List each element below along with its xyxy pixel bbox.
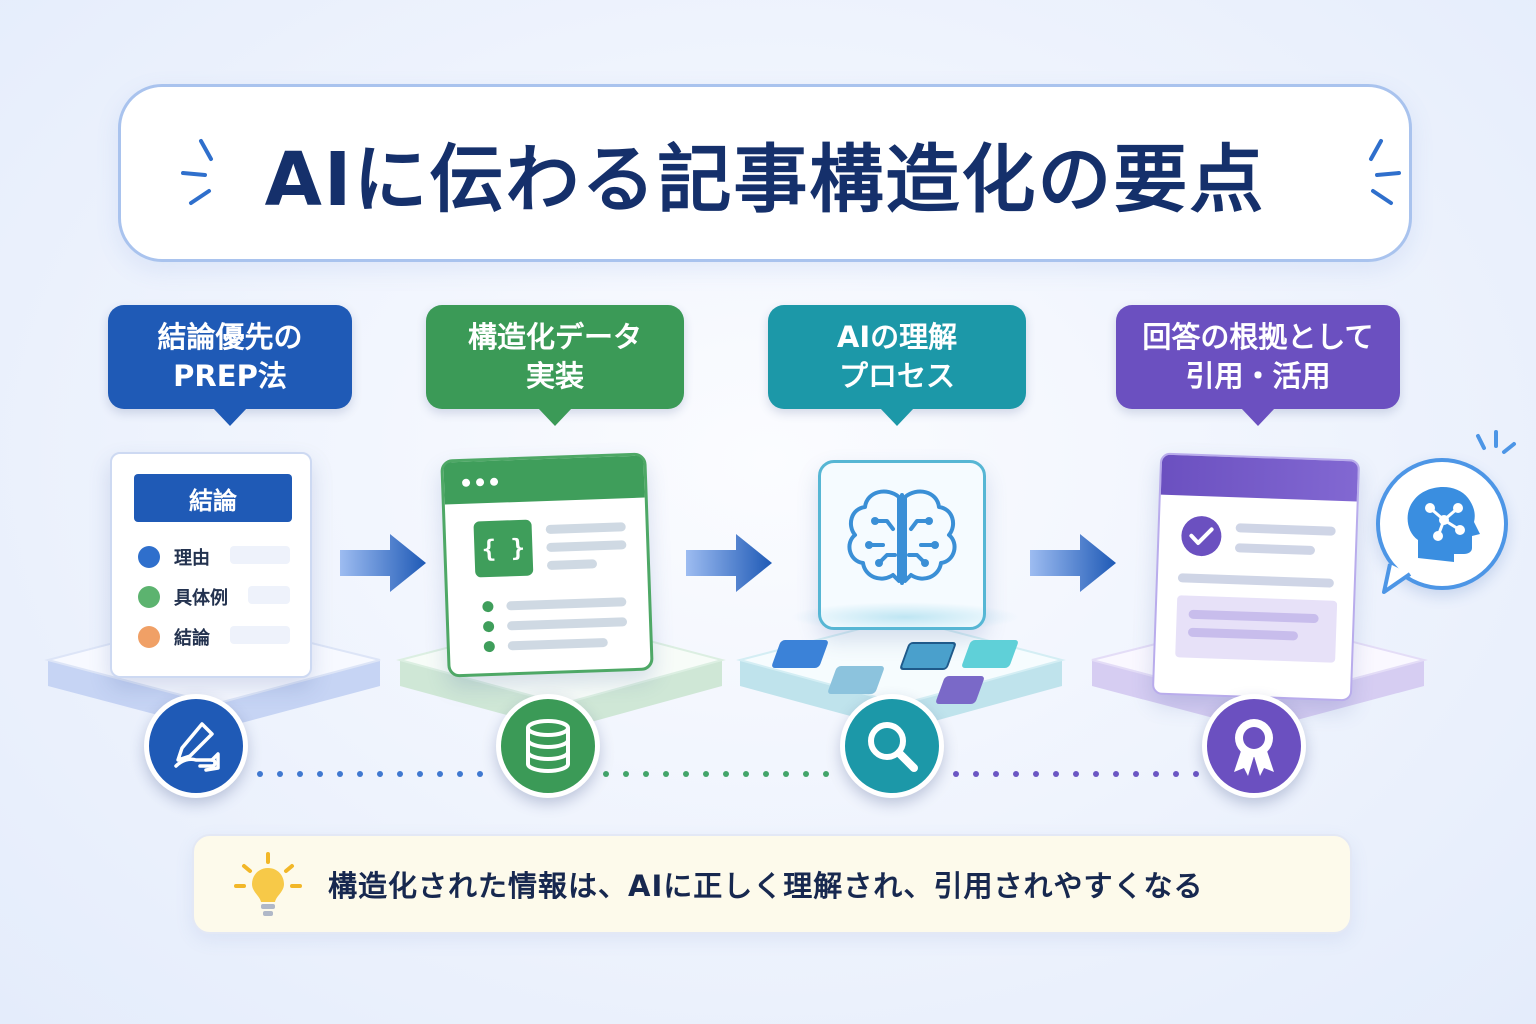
step-label-prep: 結論優先の PREP法: [108, 305, 352, 426]
pen-hand-icon: [174, 722, 220, 772]
highlighted-quote-box: [1175, 595, 1338, 663]
glow-particles: [790, 602, 1020, 632]
step4-circle: [1202, 694, 1306, 798]
text-line: [1235, 523, 1336, 536]
prep-document-card: 結論 理由 具体例 結論: [110, 452, 312, 678]
text-line: [507, 637, 608, 651]
summary-note: 構造化された情報は、AIに正しく理解され、引用されやすくなる: [192, 834, 1352, 934]
list-item-text: 具体例: [174, 588, 228, 609]
step-label-citation: 回答の根拠として 引用・活用: [1116, 305, 1400, 426]
speech-tail: [1382, 563, 1412, 594]
dotted-connector: [257, 771, 1199, 777]
list-item: 理由: [138, 542, 210, 572]
award-ribbon-icon: [1234, 719, 1274, 776]
ai-head-network-icon: [1407, 486, 1480, 562]
step-label-line: 構造化データ: [467, 320, 642, 354]
bullet-dot: [138, 546, 160, 568]
data-tile: [960, 640, 1020, 668]
code-braces-icon: { }: [473, 519, 534, 578]
step-label-line: 結論優先の: [157, 320, 303, 354]
step-label-line: 回答の根拠として: [1142, 320, 1374, 354]
bullet-dot: [482, 600, 494, 613]
list-item: 結論: [138, 622, 210, 652]
arrow-right-icon: [1030, 534, 1116, 592]
sparkle-icon: [1476, 430, 1516, 454]
text-line: [1234, 543, 1316, 556]
text-line: [506, 597, 627, 611]
bullet-dot: [138, 586, 160, 608]
page-title: AIに伝わる記事構造化の要点: [264, 136, 1266, 223]
window-dot: [461, 478, 471, 487]
citation-document-card: [1151, 452, 1361, 702]
text-placeholder: [248, 586, 290, 604]
summary-text: 構造化された情報は、AIに正しく理解され、引用されやすくなる: [328, 869, 1204, 903]
browser-titlebar: [443, 455, 645, 505]
sparkle-right-icon: [1369, 139, 1401, 205]
document-titlebar: [1160, 454, 1359, 502]
step-label-structured-data: 構造化データ 実装: [426, 305, 684, 426]
title-banner: AIに伝わる記事構造化の要点: [118, 84, 1412, 262]
sparkle-left-icon: [181, 139, 213, 205]
bullet-dot: [483, 640, 495, 653]
step-label-line: プロセス: [838, 359, 955, 393]
step3-circle: [840, 694, 944, 798]
step-label-line: AIの理解: [836, 320, 958, 354]
text-line: [1188, 609, 1319, 624]
text-line: [1187, 627, 1299, 641]
text-line: [546, 559, 598, 570]
magnifier-icon: [868, 722, 918, 772]
text-line: [546, 540, 627, 553]
data-tile: [770, 640, 830, 668]
step-label-line: 引用・活用: [1185, 359, 1331, 393]
step-label-ai-process: AIの理解 プロセス: [768, 305, 1026, 426]
text-line: [545, 522, 626, 535]
brain-circuit-icon: [847, 489, 957, 585]
step-label-line: PREP法: [173, 359, 287, 393]
bullet-dot: [138, 626, 160, 648]
text-line: [506, 617, 628, 631]
arrow-right-icon: [686, 534, 772, 592]
text-placeholder: [230, 546, 290, 564]
ai-brain-card: [818, 460, 986, 630]
database-icon: [526, 719, 570, 774]
list-item-text: 理由: [174, 548, 210, 569]
step2-circle: [496, 694, 600, 798]
structured-data-browser-card: { }: [440, 452, 654, 678]
data-tile: [898, 642, 958, 670]
text-placeholder: [230, 626, 290, 644]
window-dot: [475, 478, 485, 487]
step-label-line: 実装: [525, 359, 584, 393]
list-item: 具体例: [138, 582, 228, 612]
list-item-text: 結論: [174, 628, 210, 649]
check-circle-icon: [1181, 516, 1222, 557]
text-line: [1177, 573, 1334, 588]
window-dot: [489, 477, 499, 486]
step1-circle: [144, 694, 248, 798]
conclusion-header: 結論: [134, 474, 292, 522]
ai-head-speech-bubble: [1376, 458, 1508, 590]
data-tile: [826, 666, 886, 694]
arrow-right-icon: [340, 534, 426, 592]
lightbulb-icon: [234, 852, 302, 916]
bullet-dot: [482, 620, 495, 633]
